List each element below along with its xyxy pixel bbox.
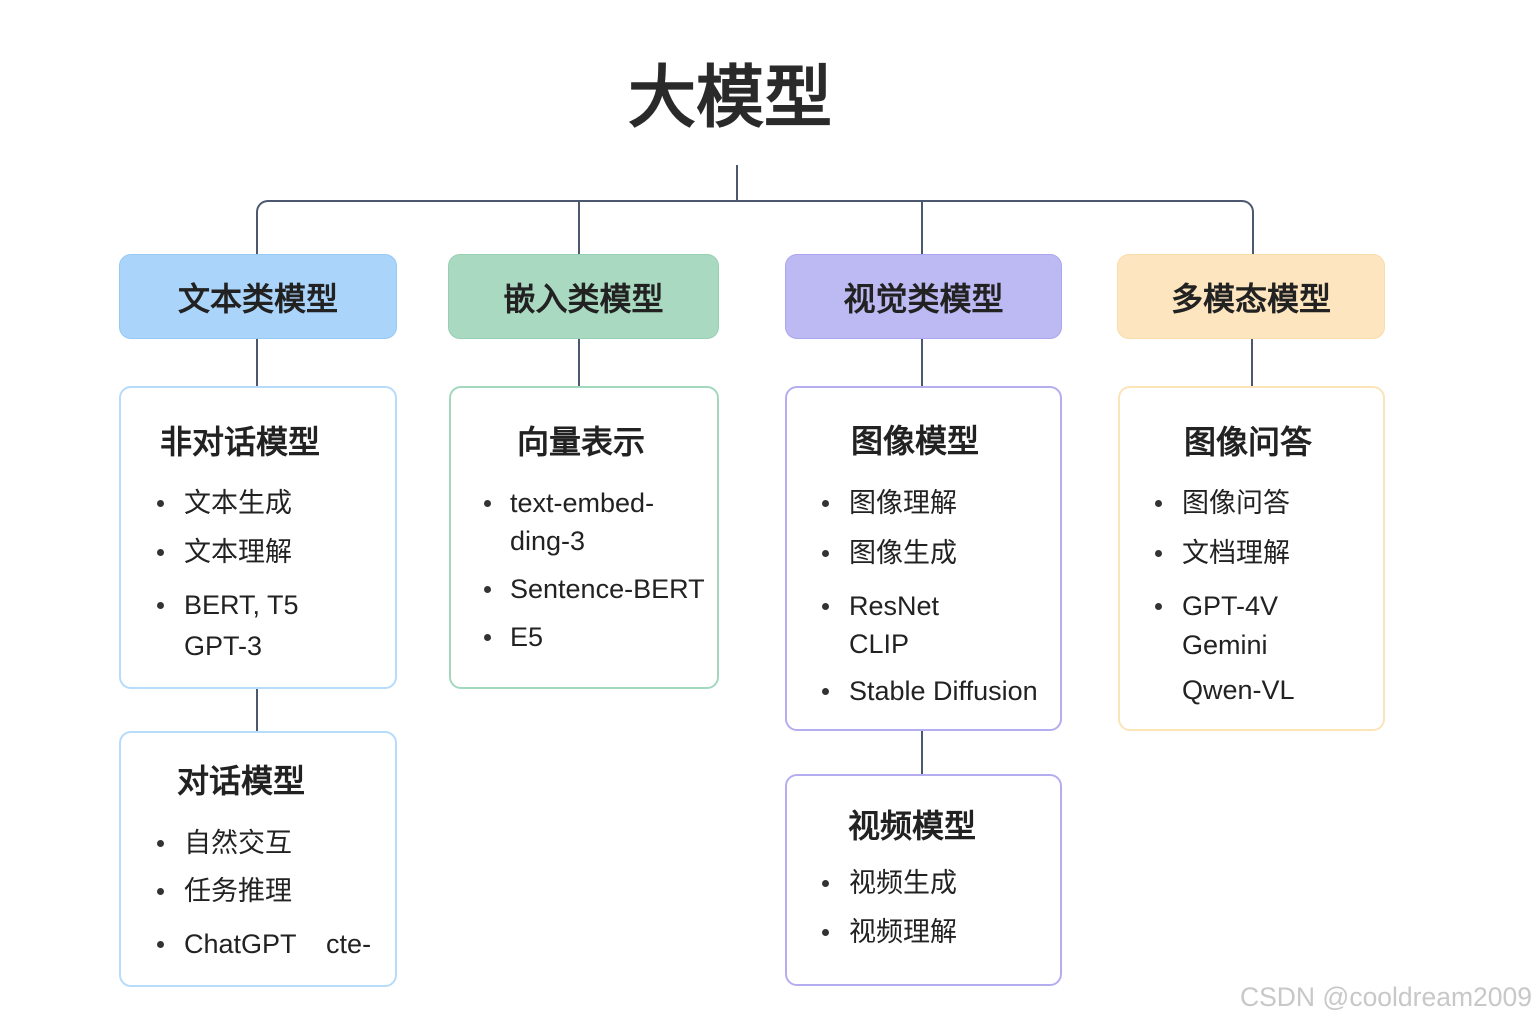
bullet-dot xyxy=(1155,550,1162,557)
list-item-continuation: CLIP xyxy=(849,629,910,659)
list-item: 任务推理 xyxy=(184,876,292,906)
connector-vision-header-box xyxy=(921,339,923,386)
bullet-dot xyxy=(822,500,829,507)
box-image-models xyxy=(785,386,1062,731)
connector-vision-box-box xyxy=(921,731,923,774)
list-item: E5 xyxy=(510,622,544,652)
list-item: 视频理解 xyxy=(849,917,957,947)
list-item: 视频生成 xyxy=(849,868,957,898)
category-header-embedding-models: 嵌入类模型 xyxy=(448,254,719,339)
box-video-models xyxy=(785,774,1062,986)
list-item-continuation: Gemini xyxy=(1182,630,1268,660)
list-item: GPT-4V xyxy=(1182,591,1279,621)
list-item: BERT, T5 xyxy=(184,590,299,620)
list-item-continuation: GPT-3 xyxy=(184,631,263,661)
bullet-dot xyxy=(1155,500,1162,507)
list-item: 文档理解 xyxy=(1182,538,1290,568)
category-header-multimodal-models: 多模态模型 xyxy=(1117,254,1385,339)
category-header-vision-models: 视觉类模型 xyxy=(785,254,1062,339)
box-vector-representation xyxy=(449,386,719,689)
connector-text-box-box xyxy=(256,689,258,731)
list-item: Stable Diffusion xyxy=(849,676,1038,706)
bullet-dot xyxy=(157,500,164,507)
bullet-dot xyxy=(822,688,829,695)
list-item: 图像生成 xyxy=(849,538,957,568)
root-title: 大模型 xyxy=(627,60,832,136)
list-item-continuation: ding-3 xyxy=(510,526,586,556)
box-dialogue-models xyxy=(119,731,397,987)
list-item-continuation: Qwen-VL xyxy=(1182,675,1295,705)
category-header-text-models: 文本类模型 xyxy=(119,254,397,339)
bullet-dot xyxy=(157,549,164,556)
connector-multimodal-header-box xyxy=(1251,339,1253,386)
box-title: 图像模型 xyxy=(851,423,980,459)
branch-drop-embedding xyxy=(578,200,580,254)
list-item: 文本生成 xyxy=(184,488,292,518)
bullet-dot xyxy=(1155,603,1162,610)
bullet-dot xyxy=(484,586,491,593)
connector-text-header-box xyxy=(256,339,258,386)
bullet-dot xyxy=(157,941,164,948)
list-item: 图像理解 xyxy=(849,488,957,518)
connector-embedding-header-box xyxy=(578,339,580,386)
box-image-qa xyxy=(1118,386,1385,731)
bullet-dot xyxy=(157,840,164,847)
bullet-dot xyxy=(157,888,164,895)
branch-bracket-connector xyxy=(256,200,1254,255)
box-title: 非对话模型 xyxy=(160,424,321,460)
box-title: 图像问答 xyxy=(1184,424,1313,460)
list-item: 文本理解 xyxy=(184,537,292,567)
box-title: 向量表示 xyxy=(517,424,646,460)
list-item: text-embed- xyxy=(510,488,655,518)
list-item: ChatGPT cte- xyxy=(184,929,372,959)
box-title: 视频模型 xyxy=(848,808,977,844)
bullet-dot xyxy=(822,929,829,936)
bullet-dot xyxy=(484,634,491,641)
box-non-dialogue-models xyxy=(119,386,397,689)
bullet-dot xyxy=(484,500,491,507)
bullet-dot xyxy=(822,550,829,557)
bullet-dot xyxy=(822,880,829,887)
box-title: 对话模型 xyxy=(177,763,306,799)
list-item: Sentence-BERT xyxy=(510,574,705,604)
list-item: ResNet xyxy=(849,591,940,621)
root-stem-connector xyxy=(736,165,738,201)
branch-drop-vision xyxy=(921,200,923,254)
watermark: CSDN @cooldream2009 xyxy=(1239,982,1532,1012)
bullet-dot xyxy=(157,602,164,609)
list-item: 自然交互 xyxy=(184,828,292,858)
list-item: 图像问答 xyxy=(1182,488,1290,518)
bullet-dot xyxy=(822,603,829,610)
